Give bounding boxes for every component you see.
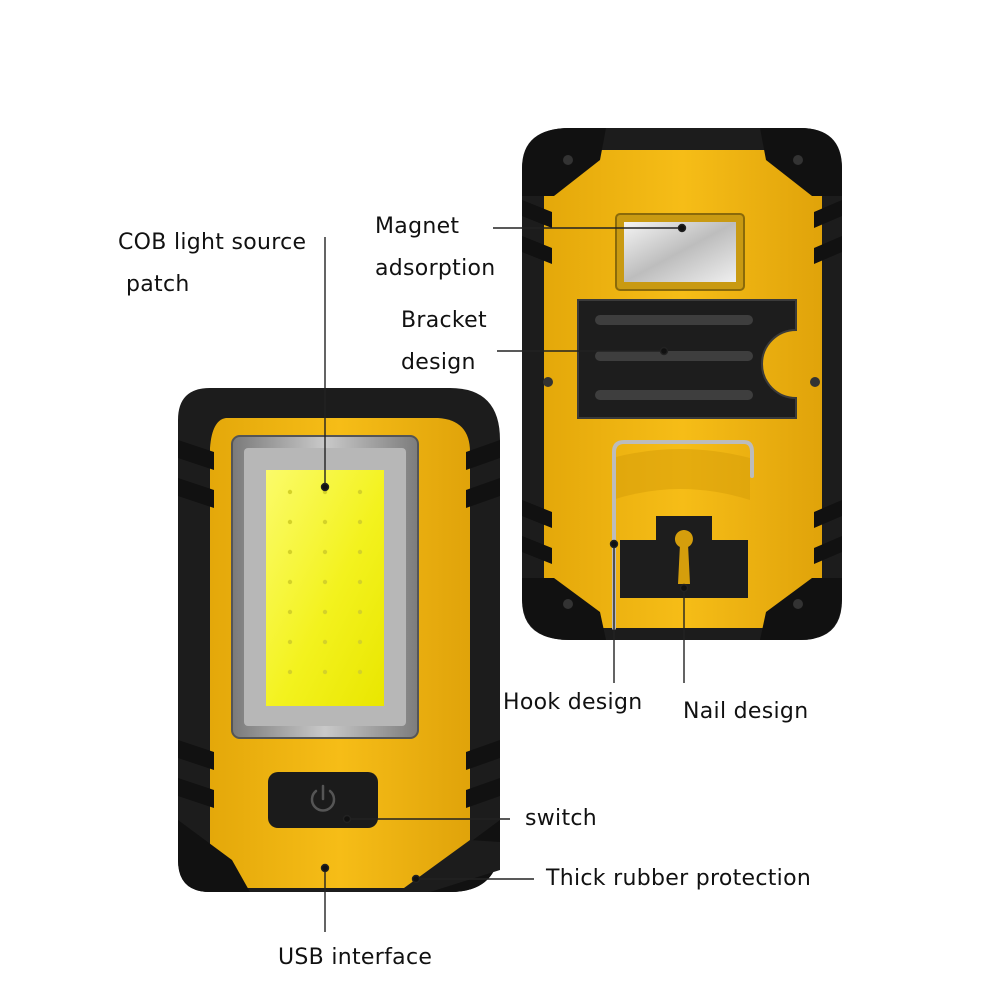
front-side-grips: [178, 440, 500, 808]
hook-label: Hook design: [503, 690, 643, 715]
usb-label: USB interface: [278, 945, 433, 970]
keyhole: [674, 530, 693, 584]
cob-led-dots: [287, 489, 363, 675]
magnet-label-line1: Magnet: [375, 214, 460, 239]
bracket-label-line1: Bracket: [401, 308, 487, 333]
magnet-label-line2: adsorption: [375, 256, 496, 281]
power-icon: [310, 784, 336, 812]
cob-label-line2: patch: [126, 272, 190, 297]
nail-label: Nail design: [683, 699, 809, 724]
metal-hook: [612, 440, 754, 630]
rubber-label: Thick rubber protection: [546, 866, 812, 891]
cob-led-panel: [266, 470, 384, 706]
bracket-label-line2: design: [401, 350, 476, 375]
back-work-light: [522, 128, 842, 640]
callout-lines: [320, 223, 689, 932]
front-work-light: [178, 388, 500, 892]
switch-label: switch: [525, 806, 598, 831]
cob-label-line1: COB light source: [118, 230, 307, 255]
